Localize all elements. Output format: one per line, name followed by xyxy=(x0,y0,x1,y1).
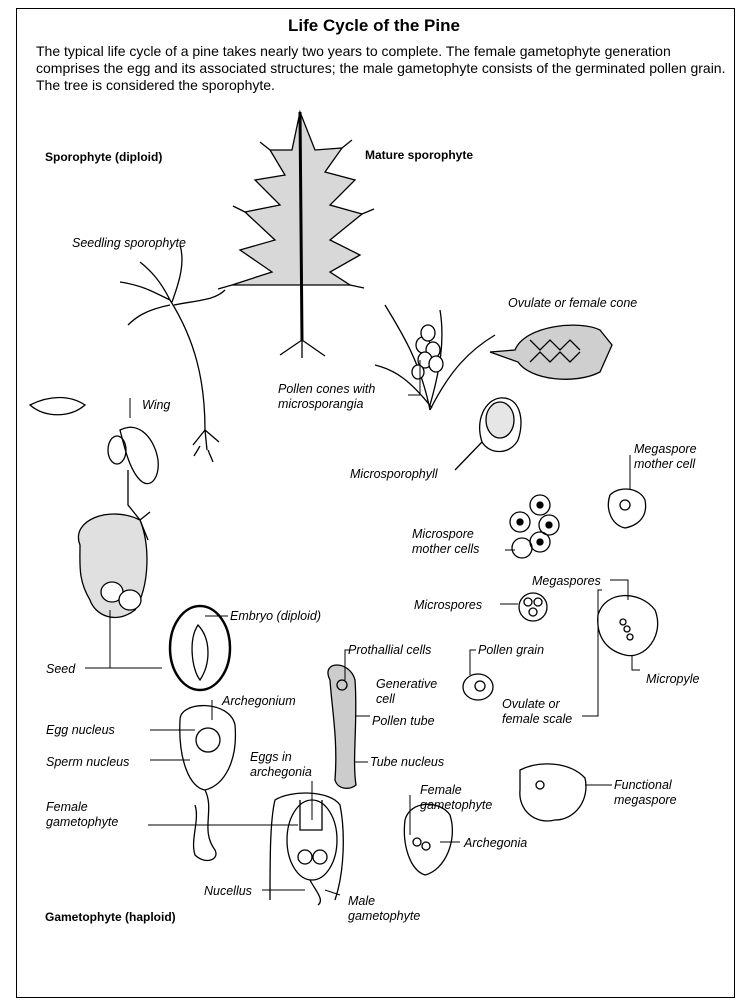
label-ovulate-cone: Ovulate or female cone xyxy=(508,296,638,310)
label-wing: Wing xyxy=(142,398,171,412)
label-prothallial-cells: Prothallial cells xyxy=(348,643,432,657)
label-eggs-in-archegonia-1: Eggs in xyxy=(250,750,292,764)
label-nucellus: Nucellus xyxy=(204,884,252,898)
megaspores-ovule xyxy=(597,594,659,657)
heading-gametophyte: Gametophyte (haploid) xyxy=(45,910,176,924)
ovulate-cone xyxy=(489,324,613,380)
functional-megaspore-ovule xyxy=(519,763,587,822)
ovule-eggs-archegonia xyxy=(269,792,344,906)
megaspore-mother-cell xyxy=(607,488,647,529)
label-tube-nucleus: Tube nucleus xyxy=(370,755,445,769)
label-pollen-tube: Pollen tube xyxy=(372,714,435,728)
label-micropyle: Micropyle xyxy=(646,672,700,686)
label-microspores: Microspores xyxy=(414,598,483,612)
leader-lines xyxy=(85,360,640,896)
label-embryo: Embryo (diploid) xyxy=(230,609,322,623)
label-sperm-nucleus: Sperm nucleus xyxy=(46,755,130,769)
diagram-title: Life Cycle of the Pine xyxy=(288,16,460,35)
seedling-sporophyte xyxy=(119,244,226,463)
label-functional-megaspore-1: Functional xyxy=(614,778,672,792)
label-megaspore-mother-cell-1: Megaspore xyxy=(634,442,697,456)
label-pollen-cones-2: microsporangia xyxy=(278,397,364,411)
label-female-gametophyte-right-2: gametophyte xyxy=(420,798,493,812)
label-microsporophyll: Microsporophyll xyxy=(350,467,438,481)
pollen-grain xyxy=(462,673,494,701)
label-seed: Seed xyxy=(46,662,76,676)
label-archegonia: Archegonia xyxy=(464,836,528,850)
diagram-frame xyxy=(16,8,735,998)
label-pollen-cones-1: Pollen cones with xyxy=(278,382,376,396)
female-gametophyte-ovule xyxy=(403,803,454,876)
label-generative-cell-1: Generative xyxy=(376,677,438,691)
mature-pine-tree xyxy=(217,109,375,358)
label-eggs-in-archegonia-2: archegonia xyxy=(250,765,312,779)
label-female-gametophyte-right-1: Female xyxy=(420,783,462,797)
label-ovulate-scale-2: female scale xyxy=(502,712,573,726)
label-seedling-sporophyte: Seedling sporophyte xyxy=(72,236,186,250)
microspore-mother-cells xyxy=(509,494,560,559)
label-archegonium: Archegonium xyxy=(222,694,296,708)
label-female-gametophyte-left-1: Female xyxy=(46,800,88,814)
label-functional-megaspore-2: megaspore xyxy=(614,793,677,807)
label-egg-nucleus: Egg nucleus xyxy=(46,723,115,737)
heading-mature-sporophyte: Mature sporophyte xyxy=(365,148,474,162)
microsporophyll xyxy=(454,397,522,471)
label-male-gametophyte-2: gametophyte xyxy=(348,909,421,923)
label-ovulate-scale-1: Ovulate or xyxy=(502,697,560,711)
label-pollen-grain: Pollen grain xyxy=(478,643,545,657)
intro-paragraph: The typical life cycle of a pine takes n… xyxy=(36,43,726,93)
label-megaspores: Megaspores xyxy=(532,574,601,588)
archegonium-egg xyxy=(179,704,237,862)
microspores-tetrad xyxy=(518,592,548,622)
pollen-tube xyxy=(327,664,357,789)
seed-with-embryo xyxy=(168,604,232,692)
pollen-cones-branch xyxy=(374,304,496,411)
seed-cluster xyxy=(77,513,148,619)
heading-sporophyte: Sporophyte (diploid) xyxy=(45,150,163,164)
label-generative-cell-2: cell xyxy=(376,692,395,706)
label-female-gametophyte-left-2: gametophyte xyxy=(46,815,119,829)
label-microspore-mother-cells-1: Microspore xyxy=(412,527,474,541)
label-male-gametophyte-1: Male xyxy=(348,894,376,908)
label-megaspore-mother-cell-2: mother cell xyxy=(634,457,696,471)
label-microspore-mother-cells-2: mother cells xyxy=(412,542,480,556)
